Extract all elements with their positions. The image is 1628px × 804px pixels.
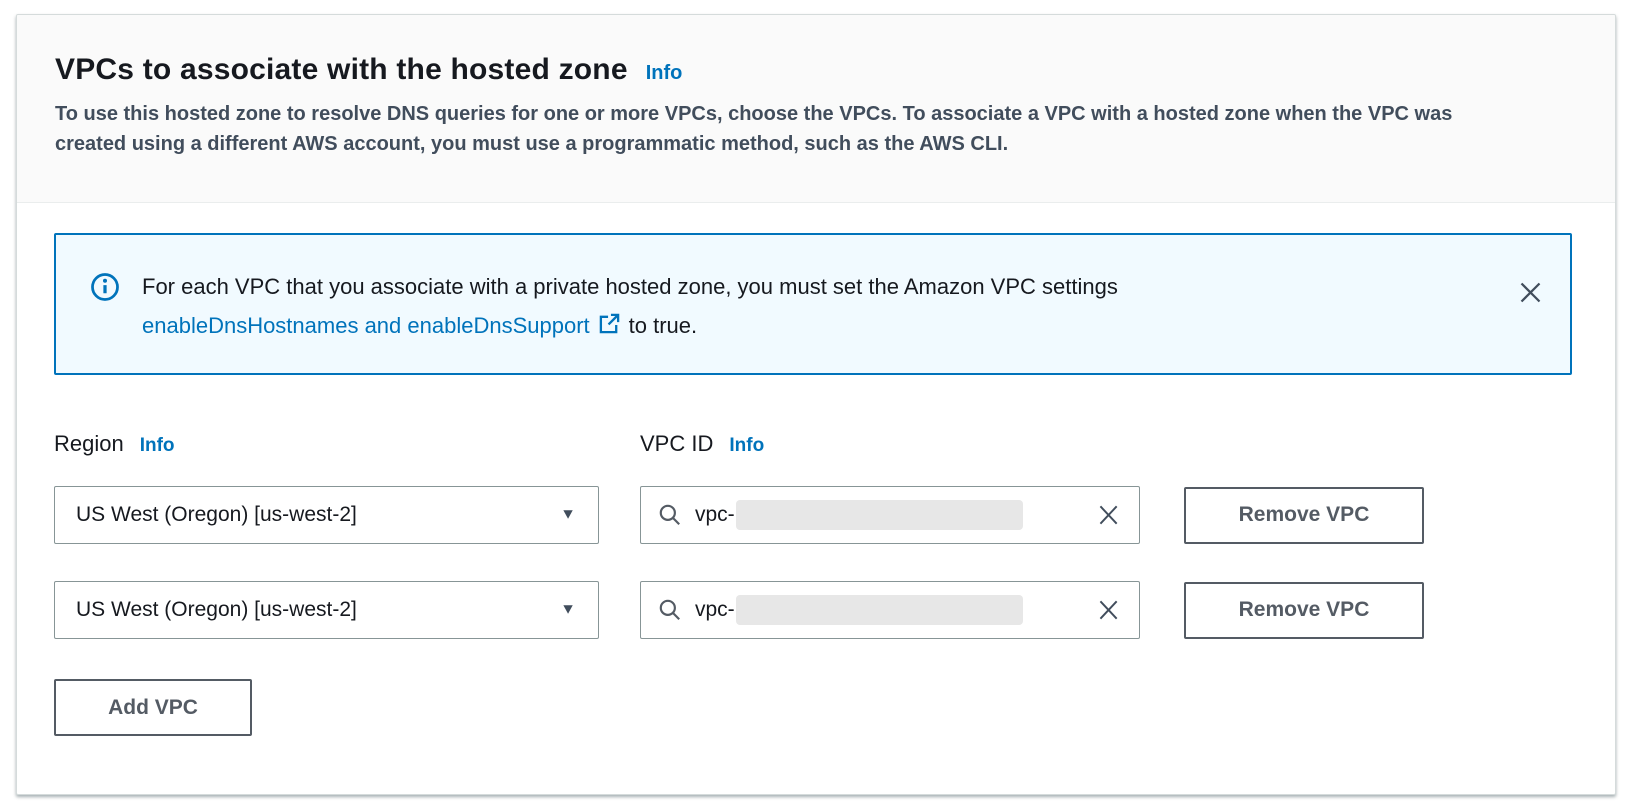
vpc-association-panel: VPCs to associate with the hosted zone I…	[16, 14, 1616, 795]
vpc-id-label-cell: VPC ID Info	[640, 431, 764, 457]
panel-header: VPCs to associate with the hosted zone I…	[17, 15, 1615, 203]
title-row: VPCs to associate with the hosted zone I…	[55, 53, 1575, 87]
vpc-id-input[interactable]: vpc-	[640, 486, 1140, 544]
alert-message: For each VPC that you associate with a p…	[142, 267, 1497, 347]
close-icon[interactable]	[1517, 279, 1544, 306]
vpc-row: US West (Oregon) [us-west-2] ▼ vpc- Remo…	[54, 581, 1575, 639]
vpc-id-label: VPC ID	[640, 431, 714, 456]
region-select-value: US West (Oregon) [us-west-2]	[76, 503, 357, 526]
vpc-id-value: vpc-	[695, 598, 735, 621]
alert-line1: For each VPC that you associate with a p…	[142, 274, 1118, 299]
alert-line2: enableDnsHostnames and enableDnsSupport t…	[142, 306, 1497, 347]
page-title: VPCs to associate with the hosted zone	[55, 53, 628, 86]
panel-description: To use this hosted zone to resolve DNS q…	[55, 103, 1453, 155]
search-icon	[657, 597, 683, 623]
remove-vpc-button[interactable]: Remove VPC	[1184, 581, 1424, 639]
info-circle-icon	[90, 272, 120, 307]
remove-vpc-button[interactable]: Remove VPC	[1184, 486, 1424, 544]
enable-dns-link[interactable]: enableDnsHostnames and enableDnsSupport	[142, 313, 590, 338]
chevron-down-icon: ▼	[560, 506, 576, 523]
redacted-value	[735, 595, 1023, 625]
clear-icon[interactable]	[1095, 502, 1121, 528]
region-label-cell: Region Info	[54, 431, 640, 457]
vpc-id-input[interactable]: vpc-	[640, 581, 1140, 639]
title-info-link[interactable]: Info	[645, 62, 683, 84]
external-link-icon[interactable]	[598, 308, 621, 347]
search-icon	[657, 502, 683, 528]
clear-icon[interactable]	[1095, 597, 1121, 623]
add-vpc-button[interactable]: Add VPC	[54, 679, 252, 736]
panel-body: For each VPC that you associate with a p…	[17, 203, 1615, 736]
redacted-value	[735, 500, 1023, 530]
region-select[interactable]: US West (Oregon) [us-west-2] ▼	[54, 581, 599, 639]
region-info-link[interactable]: Info	[139, 435, 175, 456]
field-labels-row: Region Info VPC ID Info	[54, 431, 1575, 457]
alert-line2-suffix: to true.	[628, 313, 698, 338]
chevron-down-icon: ▼	[560, 601, 576, 618]
vpc-id-value: vpc-	[695, 503, 735, 526]
region-select[interactable]: US West (Oregon) [us-west-2] ▼	[54, 486, 599, 544]
vpc-row: US West (Oregon) [us-west-2] ▼ vpc- Remo…	[54, 486, 1575, 544]
region-select-value: US West (Oregon) [us-west-2]	[76, 598, 357, 621]
vpc-id-info-link[interactable]: Info	[729, 435, 765, 456]
info-alert: For each VPC that you associate with a p…	[54, 233, 1572, 375]
region-label: Region	[54, 431, 124, 456]
